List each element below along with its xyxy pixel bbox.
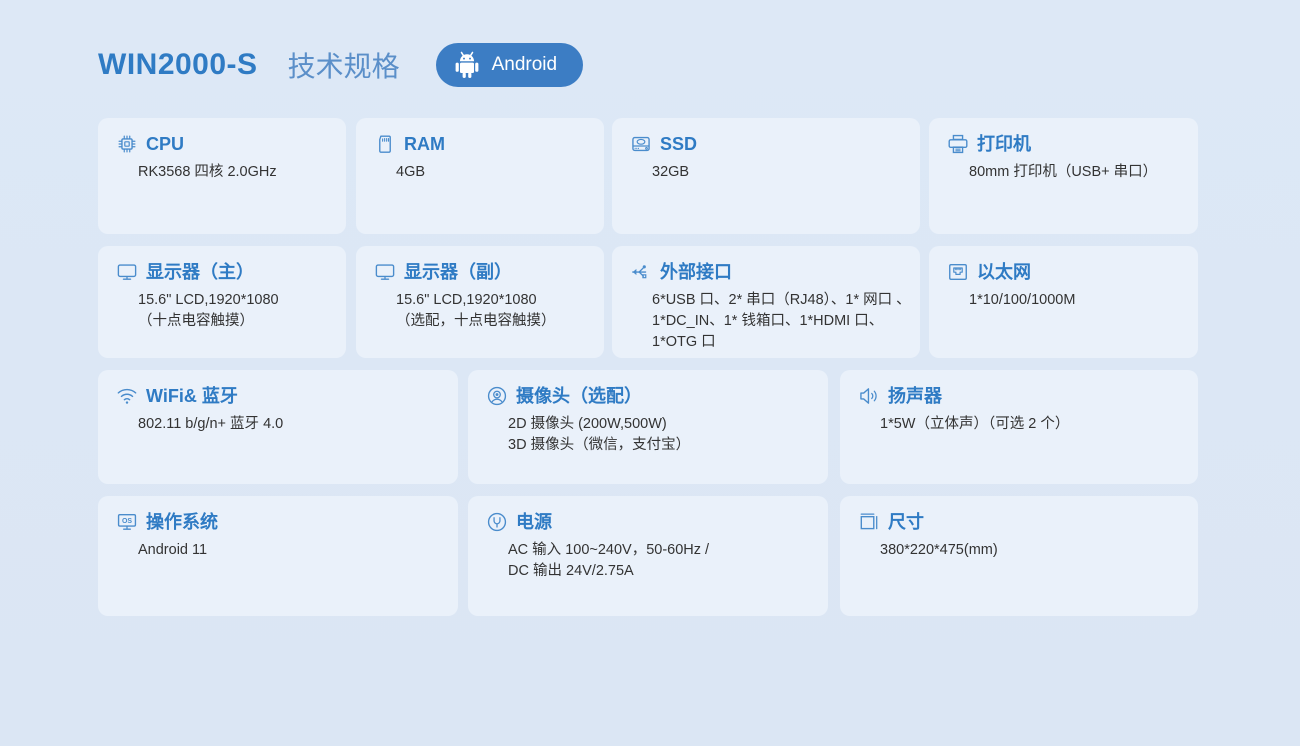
- card-header: 扬声器: [858, 385, 942, 407]
- spec-line: （十点电容触摸）: [138, 313, 254, 329]
- card-title: SSD: [660, 134, 698, 154]
- spec-line: 1*DC_IN、1* 钱箱口、1*HDMI 口、: [652, 313, 884, 329]
- ethernet-port-icon: [949, 263, 967, 281]
- card-title: 电源: [516, 512, 552, 532]
- spec-card-ssd: SSD 32GB: [612, 118, 920, 234]
- memory-card-icon: [379, 135, 391, 153]
- card-body: 15.6" LCD,1920*1080 （十点电容触摸）: [138, 290, 334, 332]
- hard-drive-icon: [632, 136, 650, 152]
- spec-card-wifi-bluetooth: WiFi& 蓝牙 802.11 b/g/n+ 蓝牙 4.0: [98, 370, 458, 484]
- camera-icon: [487, 386, 507, 406]
- spec-line: 1*10/100/1000M: [969, 292, 1076, 308]
- spec-card-display-main: 显示器（主） 15.6" LCD,1920*1080 （十点电容触摸）: [98, 246, 346, 358]
- spec-card-display-secondary: 显示器（副） 15.6" LCD,1920*1080 （选配，十点电容触摸）: [356, 246, 604, 358]
- card-title: RAM: [404, 134, 445, 154]
- spec-card-power: 电源 AC 输入 100~240V，50-60Hz / DC 输出 24V/2.…: [468, 496, 828, 616]
- card-header: 尺寸: [858, 511, 924, 533]
- spec-line: AC 输入 100~240V，50-60Hz /: [508, 542, 710, 558]
- card-body: RK3568 四核 2.0GHz: [138, 162, 334, 183]
- cpu-chip-icon: [118, 135, 136, 153]
- card-header: WiFi& 蓝牙: [116, 385, 238, 407]
- spec-line: 15.6" LCD,1920*1080: [396, 292, 537, 308]
- os-monitor-icon: OS: [117, 513, 137, 530]
- card-header: 显示器（副）: [374, 261, 512, 283]
- card-body: 32GB: [652, 162, 908, 183]
- spec-card-cpu: CPU RK3568 四核 2.0GHz: [98, 118, 346, 234]
- spec-line: 4GB: [396, 164, 426, 180]
- spec-line: 2D 摄像头 (200W,500W): [508, 416, 667, 432]
- spec-line: 3D 摄像头（微信，支付宝）: [508, 437, 691, 453]
- card-title: 外部接口: [660, 262, 732, 282]
- spec-line: DC 输出 24V/2.75A: [508, 563, 634, 579]
- wifi-icon: [117, 388, 137, 404]
- os-badge[interactable]: Android: [435, 43, 584, 87]
- spec-card-ram: RAM 4GB: [356, 118, 604, 234]
- card-title: 以太网: [977, 262, 1031, 282]
- spec-card-printer: 打印机 80mm 打印机（USB+ 串口）: [929, 118, 1198, 234]
- spec-line: 6*USB 口、2* 串口（RJ48）、1* 网口 、: [652, 292, 911, 308]
- card-title: CPU: [146, 134, 185, 154]
- card-header: 显示器（主）: [116, 261, 254, 283]
- card-body: 2D 摄像头 (200W,500W) 3D 摄像头（微信，支付宝）: [508, 414, 816, 456]
- card-body: 1*10/100/1000M: [969, 290, 1186, 311]
- spec-card-external-ports: 外部接口 6*USB 口、2* 串口（RJ48）、1* 网口 、 1*DC_IN…: [612, 246, 920, 358]
- spec-line: 802.11 b/g/n+ 蓝牙 4.0: [138, 416, 284, 432]
- card-header: SSD: [630, 133, 697, 155]
- spec-card-operating-system: OS 操作系统 Android 11: [98, 496, 458, 616]
- spec-card-speaker: 扬声器 1*5W（立体声）（可选 2 个）: [840, 370, 1198, 484]
- dimensions-icon: [860, 513, 878, 530]
- usb-icon: [632, 265, 647, 279]
- card-body: Android 11: [138, 540, 446, 561]
- spec-card-camera: 摄像头（选配） 2D 摄像头 (200W,500W) 3D 摄像头（微信，支付宝…: [468, 370, 828, 484]
- card-body: 6*USB 口、2* 串口（RJ48）、1* 网口 、 1*DC_IN、1* 钱…: [652, 290, 911, 353]
- card-title: WiFi& 蓝牙: [146, 386, 238, 406]
- card-body: AC 输入 100~240V，50-60Hz / DC 输出 24V/2.75A: [508, 540, 816, 582]
- page-header: WIN2000-S 技术规格 Android: [98, 38, 584, 92]
- spec-line: 380*220*475(mm): [880, 542, 998, 558]
- card-header: RAM: [374, 133, 445, 155]
- card-header: CPU: [116, 133, 184, 155]
- card-header: 打印机: [947, 133, 1031, 155]
- spec-line: RK3568 四核 2.0GHz: [138, 164, 277, 180]
- card-body: 802.11 b/g/n+ 蓝牙 4.0: [138, 414, 446, 435]
- android-robot-icon: [455, 51, 478, 78]
- card-header: 以太网: [947, 261, 1031, 283]
- svg-text:OS: OS: [122, 518, 132, 525]
- card-title: 显示器（主）: [146, 262, 254, 282]
- spec-line: 32GB: [652, 164, 690, 180]
- card-header: OS 操作系统: [116, 511, 218, 533]
- card-title: 显示器（副）: [404, 262, 512, 282]
- monitor-icon: [117, 264, 137, 280]
- card-title: 打印机: [977, 134, 1031, 154]
- spec-line: Android 11: [138, 542, 208, 558]
- page-title: 技术规格: [287, 51, 400, 82]
- spec-line: 1*5W（立体声）（可选 2 个）: [880, 416, 1070, 432]
- card-header: 外部接口: [630, 261, 732, 283]
- power-plug-icon: [487, 512, 507, 532]
- card-title: 操作系统: [146, 512, 218, 532]
- card-body: 1*5W（立体声）（可选 2 个）: [880, 414, 1186, 435]
- speaker-icon: [860, 388, 877, 404]
- card-title: 尺寸: [888, 512, 924, 532]
- os-badge-label: Android: [491, 54, 558, 75]
- card-header: 摄像头（选配）: [486, 385, 642, 407]
- model-name: WIN2000-S: [98, 48, 258, 81]
- spec-card-dimensions: 尺寸 380*220*475(mm): [840, 496, 1198, 616]
- spec-line: 15.6" LCD,1920*1080: [138, 292, 279, 308]
- printer-icon: [948, 134, 968, 154]
- spec-line: 1*OTG 口: [652, 334, 716, 350]
- card-title: 摄像头（选配）: [516, 386, 642, 406]
- card-title: 扬声器: [888, 386, 942, 406]
- spec-line: 80mm 打印机（USB+ 串口）: [969, 164, 1158, 180]
- spec-line: （选配，十点电容触摸）: [396, 313, 556, 329]
- card-body: 15.6" LCD,1920*1080 （选配，十点电容触摸）: [396, 290, 592, 332]
- spec-card-ethernet: 以太网 1*10/100/1000M: [929, 246, 1198, 358]
- card-body: 380*220*475(mm): [880, 540, 1186, 561]
- card-body: 80mm 打印机（USB+ 串口）: [969, 162, 1186, 183]
- monitor-icon: [375, 264, 395, 280]
- card-body: 4GB: [396, 162, 592, 183]
- card-header: 电源: [486, 511, 552, 533]
